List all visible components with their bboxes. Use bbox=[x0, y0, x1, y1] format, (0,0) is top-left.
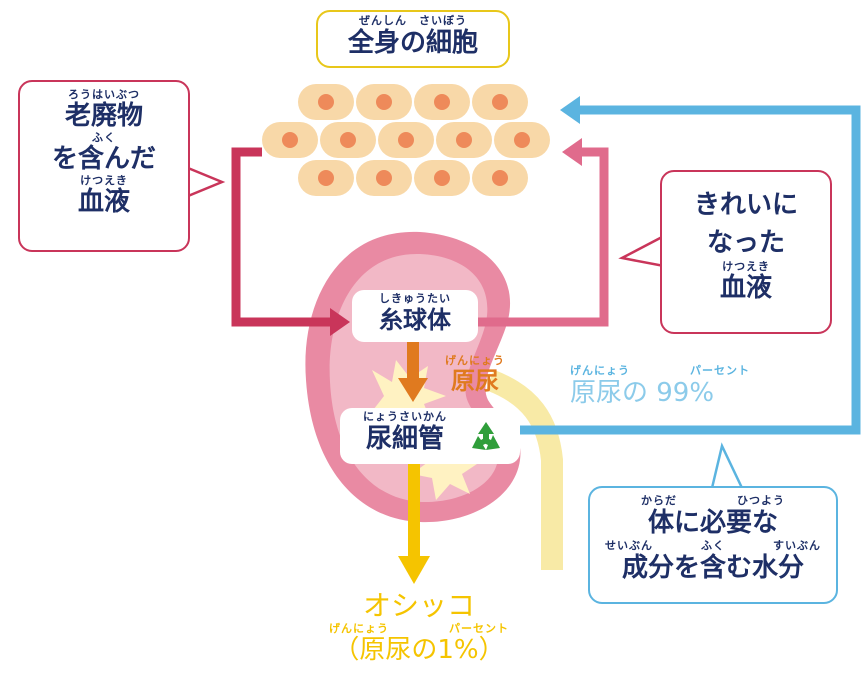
needed-line-1: 体に必要な bbox=[647, 508, 778, 538]
needed-ruby-2: せいぶん ふく すいぶん bbox=[605, 539, 821, 552]
clean-line-3: 血液 bbox=[719, 273, 772, 303]
urine-percent: （原尿の1%） bbox=[333, 635, 505, 665]
recycle-icon bbox=[466, 418, 506, 458]
primary-urine-ruby: げんにょう bbox=[445, 354, 505, 367]
clean-line-2: なった bbox=[706, 228, 785, 258]
reabsorbed-text: 原尿の 99% bbox=[570, 378, 715, 408]
cells-label: 全身の細胞 bbox=[347, 28, 478, 58]
needed-text: からだ ひつよう 体に必要な せいぶん ふく すいぶん 成分を含む水分 bbox=[588, 494, 838, 584]
glomerulus-text: 糸球体 bbox=[379, 306, 451, 334]
primary-urine-arrow bbox=[398, 340, 428, 402]
reabsorbed-label: げんにょう パーセント 原尿の 99% bbox=[570, 364, 770, 409]
urine-arrow bbox=[398, 462, 430, 584]
clean-bubble-tail bbox=[618, 233, 666, 268]
reabsorption-arrow bbox=[516, 96, 861, 435]
waste-blood-bubble bbox=[18, 80, 190, 252]
glomerulus-box bbox=[352, 290, 478, 342]
urine-label: オシッコ げんにょう パーセント （原尿の1%） bbox=[324, 589, 514, 666]
waste-line-2: を含んだ bbox=[51, 144, 156, 174]
glomerulus-ruby: しきゅうたい bbox=[379, 292, 451, 305]
cells-title-box bbox=[316, 10, 510, 68]
waste-line-1: 老廃物 bbox=[64, 101, 143, 131]
waste-ruby-3: けつえき bbox=[80, 174, 128, 187]
needed-ruby-1: からだ ひつよう bbox=[641, 494, 785, 507]
tubule-box bbox=[340, 408, 520, 464]
needed-bubble bbox=[588, 486, 838, 604]
tubule-text: 尿細管 bbox=[365, 424, 444, 454]
urine-title: オシッコ bbox=[362, 589, 475, 622]
tubule-label: にょうさいかん 尿細管 bbox=[340, 410, 470, 455]
waste-line-3: 血液 bbox=[77, 187, 130, 217]
waste-ruby-2: ふく bbox=[92, 131, 116, 144]
needed-bubble-tail bbox=[710, 442, 744, 490]
reabsorbed-ruby: げんにょう パーセント bbox=[570, 364, 750, 377]
cells-title: ぜんしん さいぼう 全身の細胞 bbox=[316, 14, 510, 59]
clean-line-1: きれいに bbox=[693, 190, 798, 220]
cells-ruby: ぜんしん さいぼう bbox=[359, 14, 467, 27]
primary-urine-text: 原尿 bbox=[451, 367, 499, 395]
urine-ruby: げんにょう パーセント bbox=[329, 622, 509, 635]
clean-blood-bubble bbox=[660, 170, 832, 334]
clean-blood-text: きれいに なった けつえき 血液 bbox=[660, 184, 832, 303]
tubule-ruby: にょうさいかん bbox=[363, 410, 447, 423]
body-cells bbox=[262, 84, 550, 196]
clean-blood-arrow bbox=[478, 138, 609, 327]
clean-ruby-3: けつえき bbox=[722, 260, 770, 273]
waste-bubble-tail bbox=[186, 166, 226, 198]
ureter bbox=[485, 369, 563, 570]
needed-line-2: 成分を含む水分 bbox=[621, 553, 804, 583]
primary-urine-label: げんにょう 原尿 bbox=[434, 354, 516, 395]
waste-blood-arrow bbox=[231, 147, 350, 336]
glomerulus-label: しきゅうたい 糸球体 bbox=[352, 292, 478, 335]
waste-ruby-1: ろうはいぶつ bbox=[68, 88, 140, 101]
waste-blood-text: ろうはいぶつ 老廃物 ふく を含んだ けつえき 血液 bbox=[18, 88, 190, 217]
